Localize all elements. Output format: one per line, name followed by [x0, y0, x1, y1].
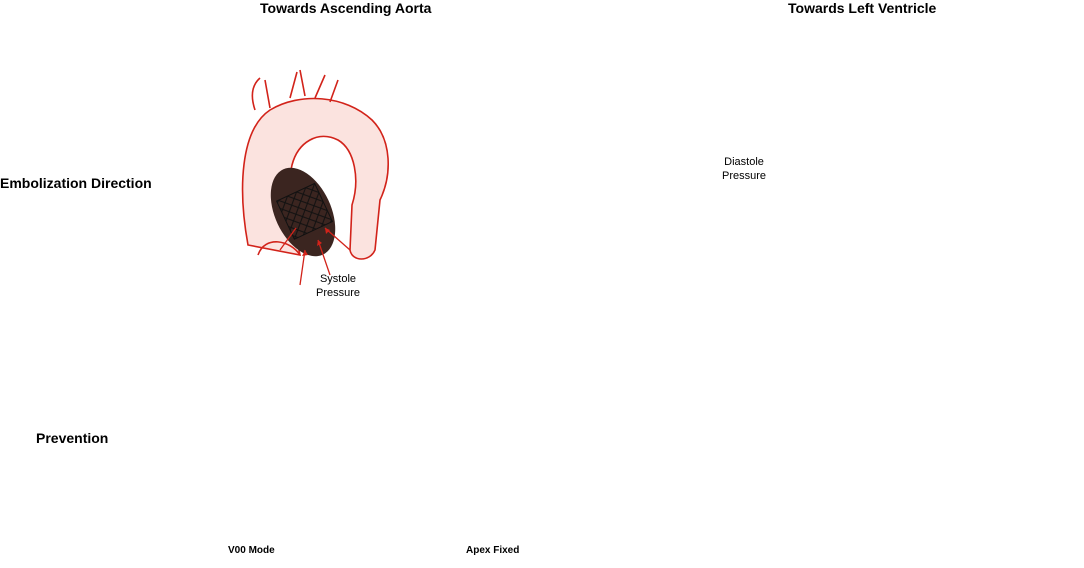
annotation-diastole-pressure: Diastole Pressure — [722, 155, 766, 183]
annotation-systole-pressure: Systole Pressure — [316, 272, 360, 300]
stent-valve-icon — [275, 182, 334, 240]
header-towards-ascending-aorta: Towards Ascending Aorta — [260, 0, 432, 16]
annotation-systole-line2: Pressure — [316, 287, 361, 299]
annotation-systole-line1: Systole — [319, 273, 357, 285]
caption-apex-fixed: Apex Fixed — [466, 545, 520, 556]
row-label-embolization-direction: Embolization Direction — [0, 175, 152, 191]
aorta-illustration-systole — [241, 69, 389, 286]
row-label-prevention: Prevention — [36, 430, 109, 446]
header-towards-left-ventricle: Towards Left Ventricle — [788, 0, 937, 16]
annotation-diastole-line1: Diastole — [724, 156, 764, 168]
caption-voo-mode: V00 Mode — [228, 545, 275, 556]
annotation-diastole-line2: Pressure — [722, 170, 767, 182]
